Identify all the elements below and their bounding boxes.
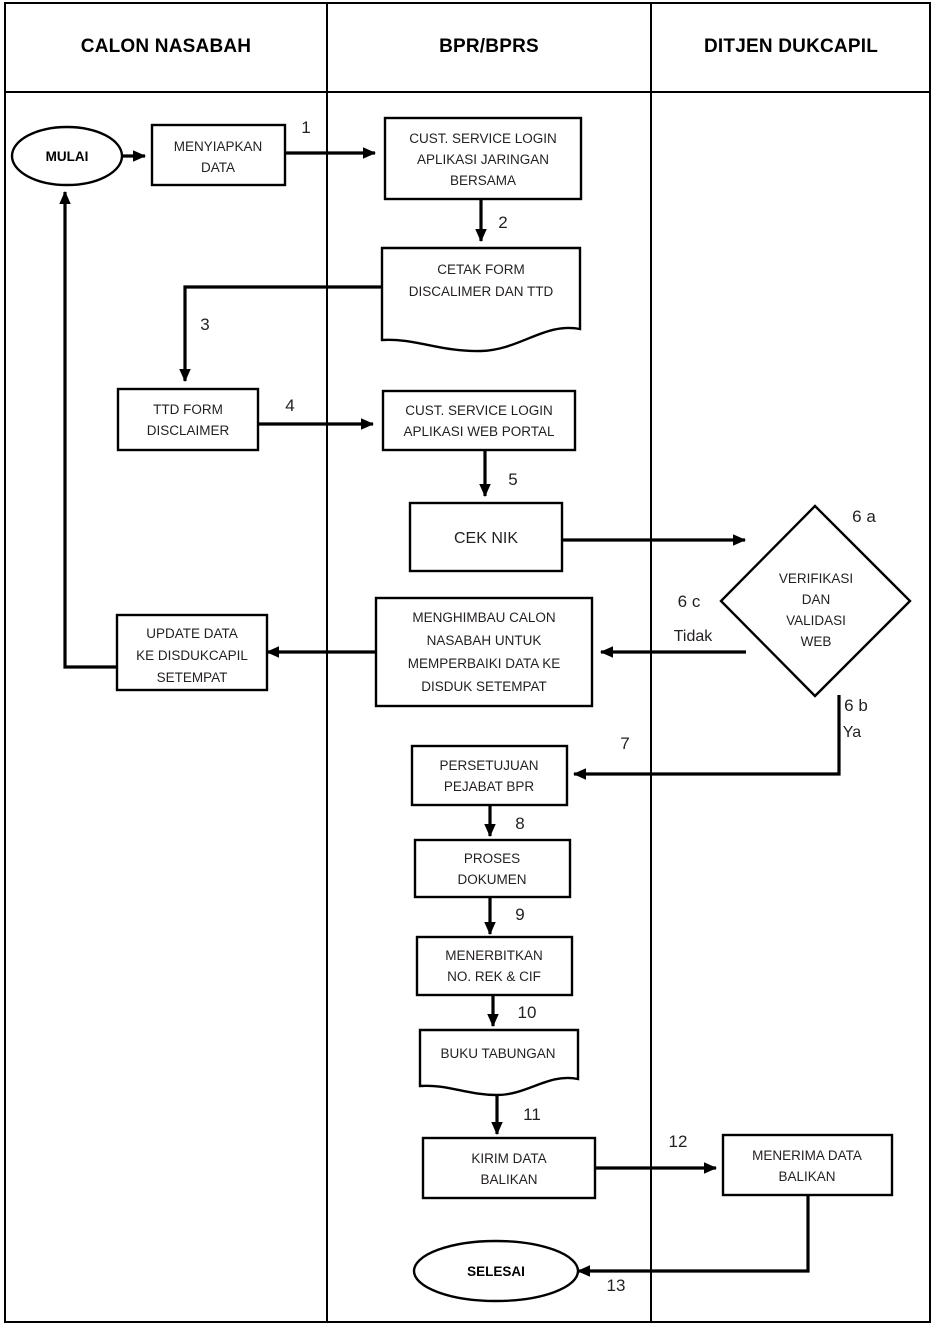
- menerima-data-line-1: MENERIMA DATA: [752, 1148, 862, 1163]
- cust-service-jaringan-line-3: BERSAMA: [450, 173, 516, 188]
- cust-service-jaringan-line-2: APLIKASI JARINGAN: [417, 152, 549, 167]
- node-mulai[interactable]: MULAI: [10, 125, 124, 187]
- edge-label-5: 5: [508, 470, 517, 489]
- edge-label-10: 10: [518, 1003, 537, 1022]
- verifikasi-line-1: VERIFIKASI: [779, 571, 853, 586]
- menerbitkan-line-1: MENERBITKAN: [445, 948, 543, 963]
- menerbitkan-rect: [415, 935, 574, 997]
- edge-label-4: 4: [285, 396, 294, 415]
- node-verifikasi-validasi-web[interactable]: VERIFIKASI DAN VALIDASI WEB: [719, 504, 912, 698]
- node-ttd-form-disclaimer[interactable]: TTD FORM DISCLAIMER: [116, 387, 260, 452]
- selesai-label: SELESAI: [467, 1264, 525, 1279]
- menerbitkan-line-2: NO. REK & CIF: [447, 969, 541, 984]
- cust-service-jaringan-line-1: CUST. SERVICE LOGIN: [409, 131, 557, 146]
- node-menerbitkan-no-rek-cif[interactable]: MENERBITKAN NO. REK & CIF: [415, 935, 574, 997]
- cek-nik-rect: [408, 501, 564, 573]
- buku-tabungan-label: BUKU TABUNGAN: [440, 1046, 555, 1061]
- verifikasi-line-2: DAN: [802, 592, 831, 607]
- edge-label-11: 11: [523, 1105, 541, 1124]
- node-cetak-form-disclaimer[interactable]: CETAK FORM DISCALIMER DAN TTD: [380, 246, 582, 353]
- edge-label-2: 2: [498, 213, 507, 232]
- cust-service-web-portal-line-1: CUST. SERVICE LOGIN: [405, 403, 553, 418]
- menerima-data-rect: [721, 1133, 894, 1197]
- proses-dokumen-line-2: DOKUMEN: [457, 872, 526, 887]
- update-data-line-2: KE DISDUKCAPIL: [136, 648, 248, 663]
- lane-title-bpr-bprs: BPR/BPRS: [439, 36, 539, 57]
- persetujuan-line-2: PEJABAT BPR: [444, 779, 535, 794]
- menghimbau-line-4: DISDUK SETEMPAT: [421, 679, 547, 694]
- kirim-data-line-2: BALIKAN: [480, 1172, 537, 1187]
- cust-service-jaringan-rect: [383, 116, 583, 201]
- edge-label-6c-tidak: Tidak: [674, 628, 714, 645]
- node-update-data-disdukcapil[interactable]: UPDATE DATA KE DISDUKCAPIL SETEMPAT: [115, 613, 269, 692]
- menghimbau-line-2: NASABAH UNTUK: [427, 633, 542, 648]
- lane-title-calon-nasabah: CALON NASABAH: [81, 36, 251, 57]
- edge-13: [576, 1195, 810, 1277]
- node-buku-tabungan[interactable]: BUKU TABUNGAN: [418, 1028, 580, 1097]
- edge-label-1: 1: [301, 118, 310, 137]
- menghimbau-rect: [374, 596, 594, 708]
- menerima-data-line-2: BALIKAN: [778, 1169, 835, 1184]
- ttd-form-line-1: TTD FORM: [153, 402, 223, 417]
- cetak-form-document-shape: [380, 246, 582, 353]
- edge-label-3: 3: [200, 315, 209, 334]
- edge-label-12: 12: [669, 1132, 688, 1151]
- node-persetujuan-pejabat-bpr[interactable]: PERSETUJUAN PEJABAT BPR: [410, 744, 569, 807]
- edge-label-6b-ya: Ya: [843, 724, 861, 741]
- node-menyiapkan-data[interactable]: MENYIAPKAN DATA: [150, 123, 287, 187]
- edge-label-6b: 6 b: [844, 696, 868, 715]
- edge-label-13: 13: [607, 1276, 626, 1295]
- lane-title-ditjen-dukcapil: DITJEN DUKCAPIL: [704, 36, 878, 57]
- cetak-form-line-1: CETAK FORM: [437, 262, 525, 277]
- update-data-line-3: SETEMPAT: [157, 670, 228, 685]
- verifikasi-line-3: VALIDASI: [786, 613, 846, 628]
- menghimbau-line-1: MENGHIMBAU CALON: [412, 610, 555, 625]
- node-kirim-data-balikan[interactable]: KIRIM DATA BALIKAN: [421, 1136, 597, 1200]
- ttd-form-rect: [116, 387, 260, 452]
- menyiapkan-data-line-1: MENYIAPKAN: [174, 139, 263, 154]
- edge-6b-ya: [572, 695, 841, 780]
- cust-service-web-portal-rect: [381, 389, 577, 452]
- cust-service-web-portal-line-2: APLIKASI WEB PORTAL: [403, 424, 555, 439]
- proses-dokumen-line-1: PROSES: [464, 851, 520, 866]
- verifikasi-diamond-shape: [719, 504, 912, 698]
- update-data-rect: [115, 613, 269, 692]
- node-menghimbau-calon-nasabah[interactable]: MENGHIMBAU CALON NASABAH UNTUK MEMPERBAI…: [374, 596, 594, 708]
- swimlane-outer-frame: [4, 2, 931, 1323]
- node-cek-nik[interactable]: CEK NIK: [408, 501, 564, 573]
- edge-3: [179, 285, 382, 383]
- kirim-data-rect: [421, 1136, 597, 1200]
- persetujuan-line-1: PERSETUJUAN: [439, 758, 538, 773]
- node-proses-dokumen[interactable]: PROSES DOKUMEN: [413, 838, 572, 899]
- menyiapkan-data-rect: [150, 123, 287, 187]
- mulai-label: MULAI: [46, 149, 89, 164]
- mulai-ellipse: [10, 125, 124, 187]
- node-menerima-data-balikan[interactable]: MENERIMA DATA BALIKAN: [721, 1133, 894, 1197]
- cek-nik-label: CEK NIK: [454, 530, 518, 547]
- edge-label-8: 8: [515, 814, 524, 833]
- buku-tabungan-document-shape: [418, 1028, 580, 1097]
- node-cust-service-login-jaringan[interactable]: CUST. SERVICE LOGIN APLIKASI JARINGAN BE…: [383, 116, 583, 201]
- menghimbau-line-3: MEMPERBAIKI DATA KE: [408, 656, 561, 671]
- cetak-form-line-2: DISCALIMER DAN TTD: [409, 284, 554, 299]
- node-selesai[interactable]: SELESAI: [412, 1239, 580, 1303]
- edge-label-9: 9: [515, 905, 524, 924]
- kirim-data-line-1: KIRIM DATA: [471, 1151, 546, 1166]
- edge-update-to-mulai: [59, 190, 117, 669]
- selesai-ellipse: [412, 1239, 580, 1303]
- menyiapkan-data-line-2: DATA: [201, 160, 235, 175]
- edge-label-7: 7: [620, 734, 629, 753]
- proses-dokumen-rect: [413, 838, 572, 899]
- ttd-form-line-2: DISCLAIMER: [147, 423, 230, 438]
- persetujuan-rect: [410, 744, 569, 807]
- edge-label-6a: 6 a: [852, 507, 876, 526]
- verifikasi-line-4: WEB: [801, 634, 832, 649]
- edge-label-6c: 6 c: [678, 592, 701, 611]
- node-cust-service-login-web-portal[interactable]: CUST. SERVICE LOGIN APLIKASI WEB PORTAL: [381, 389, 577, 452]
- update-data-line-1: UPDATE DATA: [146, 626, 238, 641]
